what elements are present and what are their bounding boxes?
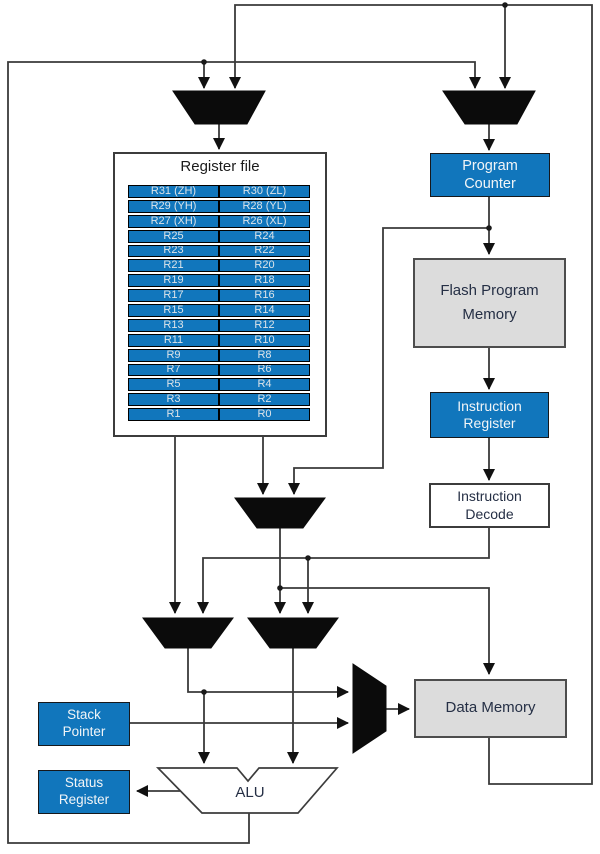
register-cell: R4 xyxy=(219,378,310,392)
wire-alu-feedback-loop xyxy=(7,61,481,844)
register-file-block: Register file R31 (ZH)R30 (ZL)R29 (YH)R2… xyxy=(113,152,327,437)
register-cell: R2 xyxy=(219,393,310,407)
register-cell: R25 xyxy=(128,229,219,243)
wire-centermux-branch-to-datamemory xyxy=(280,587,495,675)
mux-top-right xyxy=(442,90,536,125)
register-cell: R0 xyxy=(219,408,310,421)
mux-bottom-left xyxy=(142,617,234,649)
register-cell: R14 xyxy=(219,304,310,317)
mux-data-memory-input xyxy=(352,663,387,754)
register-cell: R31 (ZH) xyxy=(128,185,219,198)
flash-program-memory-block: Flash Program Memory xyxy=(413,258,566,348)
mux-bottom-right xyxy=(247,617,339,649)
instruction-decode-block: Instruction Decode xyxy=(429,483,550,528)
register-cell: R19 xyxy=(128,274,219,288)
register-cell: R10 xyxy=(219,333,310,347)
register-cell: R6 xyxy=(219,363,310,377)
register-table: R31 (ZH)R30 (ZL)R29 (YH)R28 (YL)R27 (XH)… xyxy=(128,185,310,421)
register-cell: R3 xyxy=(128,393,219,407)
register-cell: R29 (YH) xyxy=(128,199,219,213)
register-cell: R20 xyxy=(219,259,310,273)
register-cell: R27 (XH) xyxy=(128,214,219,228)
data-memory-block: Data Memory xyxy=(414,679,567,738)
register-cell: R18 xyxy=(219,274,310,288)
junction-dot xyxy=(502,2,508,8)
mux-center xyxy=(234,497,326,529)
register-cell: R7 xyxy=(128,363,219,377)
mux-top-left xyxy=(172,90,266,125)
wire-datamemory-feedback-loop xyxy=(229,4,593,785)
register-cell: R17 xyxy=(128,289,219,302)
register-cell: R22 xyxy=(219,244,310,258)
register-cell: R8 xyxy=(219,348,310,362)
register-cell: R24 xyxy=(219,229,310,243)
alu-shape xyxy=(155,767,339,814)
status-register-block: Status Register xyxy=(38,770,130,814)
register-cell: R11 xyxy=(128,333,219,347)
junction-dot xyxy=(201,59,207,65)
register-cell: R5 xyxy=(128,378,219,392)
junction-dot xyxy=(201,689,207,695)
program-counter-block: Program Counter xyxy=(430,153,550,197)
register-cell: R9 xyxy=(128,348,219,362)
register-cell: R30 (ZL) xyxy=(219,185,310,198)
instruction-register-block: Instruction Register xyxy=(430,392,549,438)
wire-pc-branch-to-centermux xyxy=(288,227,489,495)
register-cell: R21 xyxy=(128,259,219,273)
register-cell: R1 xyxy=(128,408,219,421)
wire-decode-to-leftmux xyxy=(197,528,490,614)
junction-dot xyxy=(486,225,492,231)
register-cell: R15 xyxy=(128,304,219,317)
register-cell: R23 xyxy=(128,244,219,258)
register-file-title: Register file xyxy=(180,158,260,175)
register-cell: R26 (XL) xyxy=(219,214,310,228)
junction-dot xyxy=(305,555,311,561)
junction-dot xyxy=(277,585,283,591)
alu-label: ALU xyxy=(235,784,265,801)
register-cell: R16 xyxy=(219,289,310,302)
wire-leftmux-to-datamux xyxy=(187,648,349,698)
register-cell: R13 xyxy=(128,318,219,332)
stack-pointer-block: Stack Pointer xyxy=(38,702,130,746)
register-cell: R12 xyxy=(219,318,310,332)
register-cell: R28 (YL) xyxy=(219,199,310,213)
